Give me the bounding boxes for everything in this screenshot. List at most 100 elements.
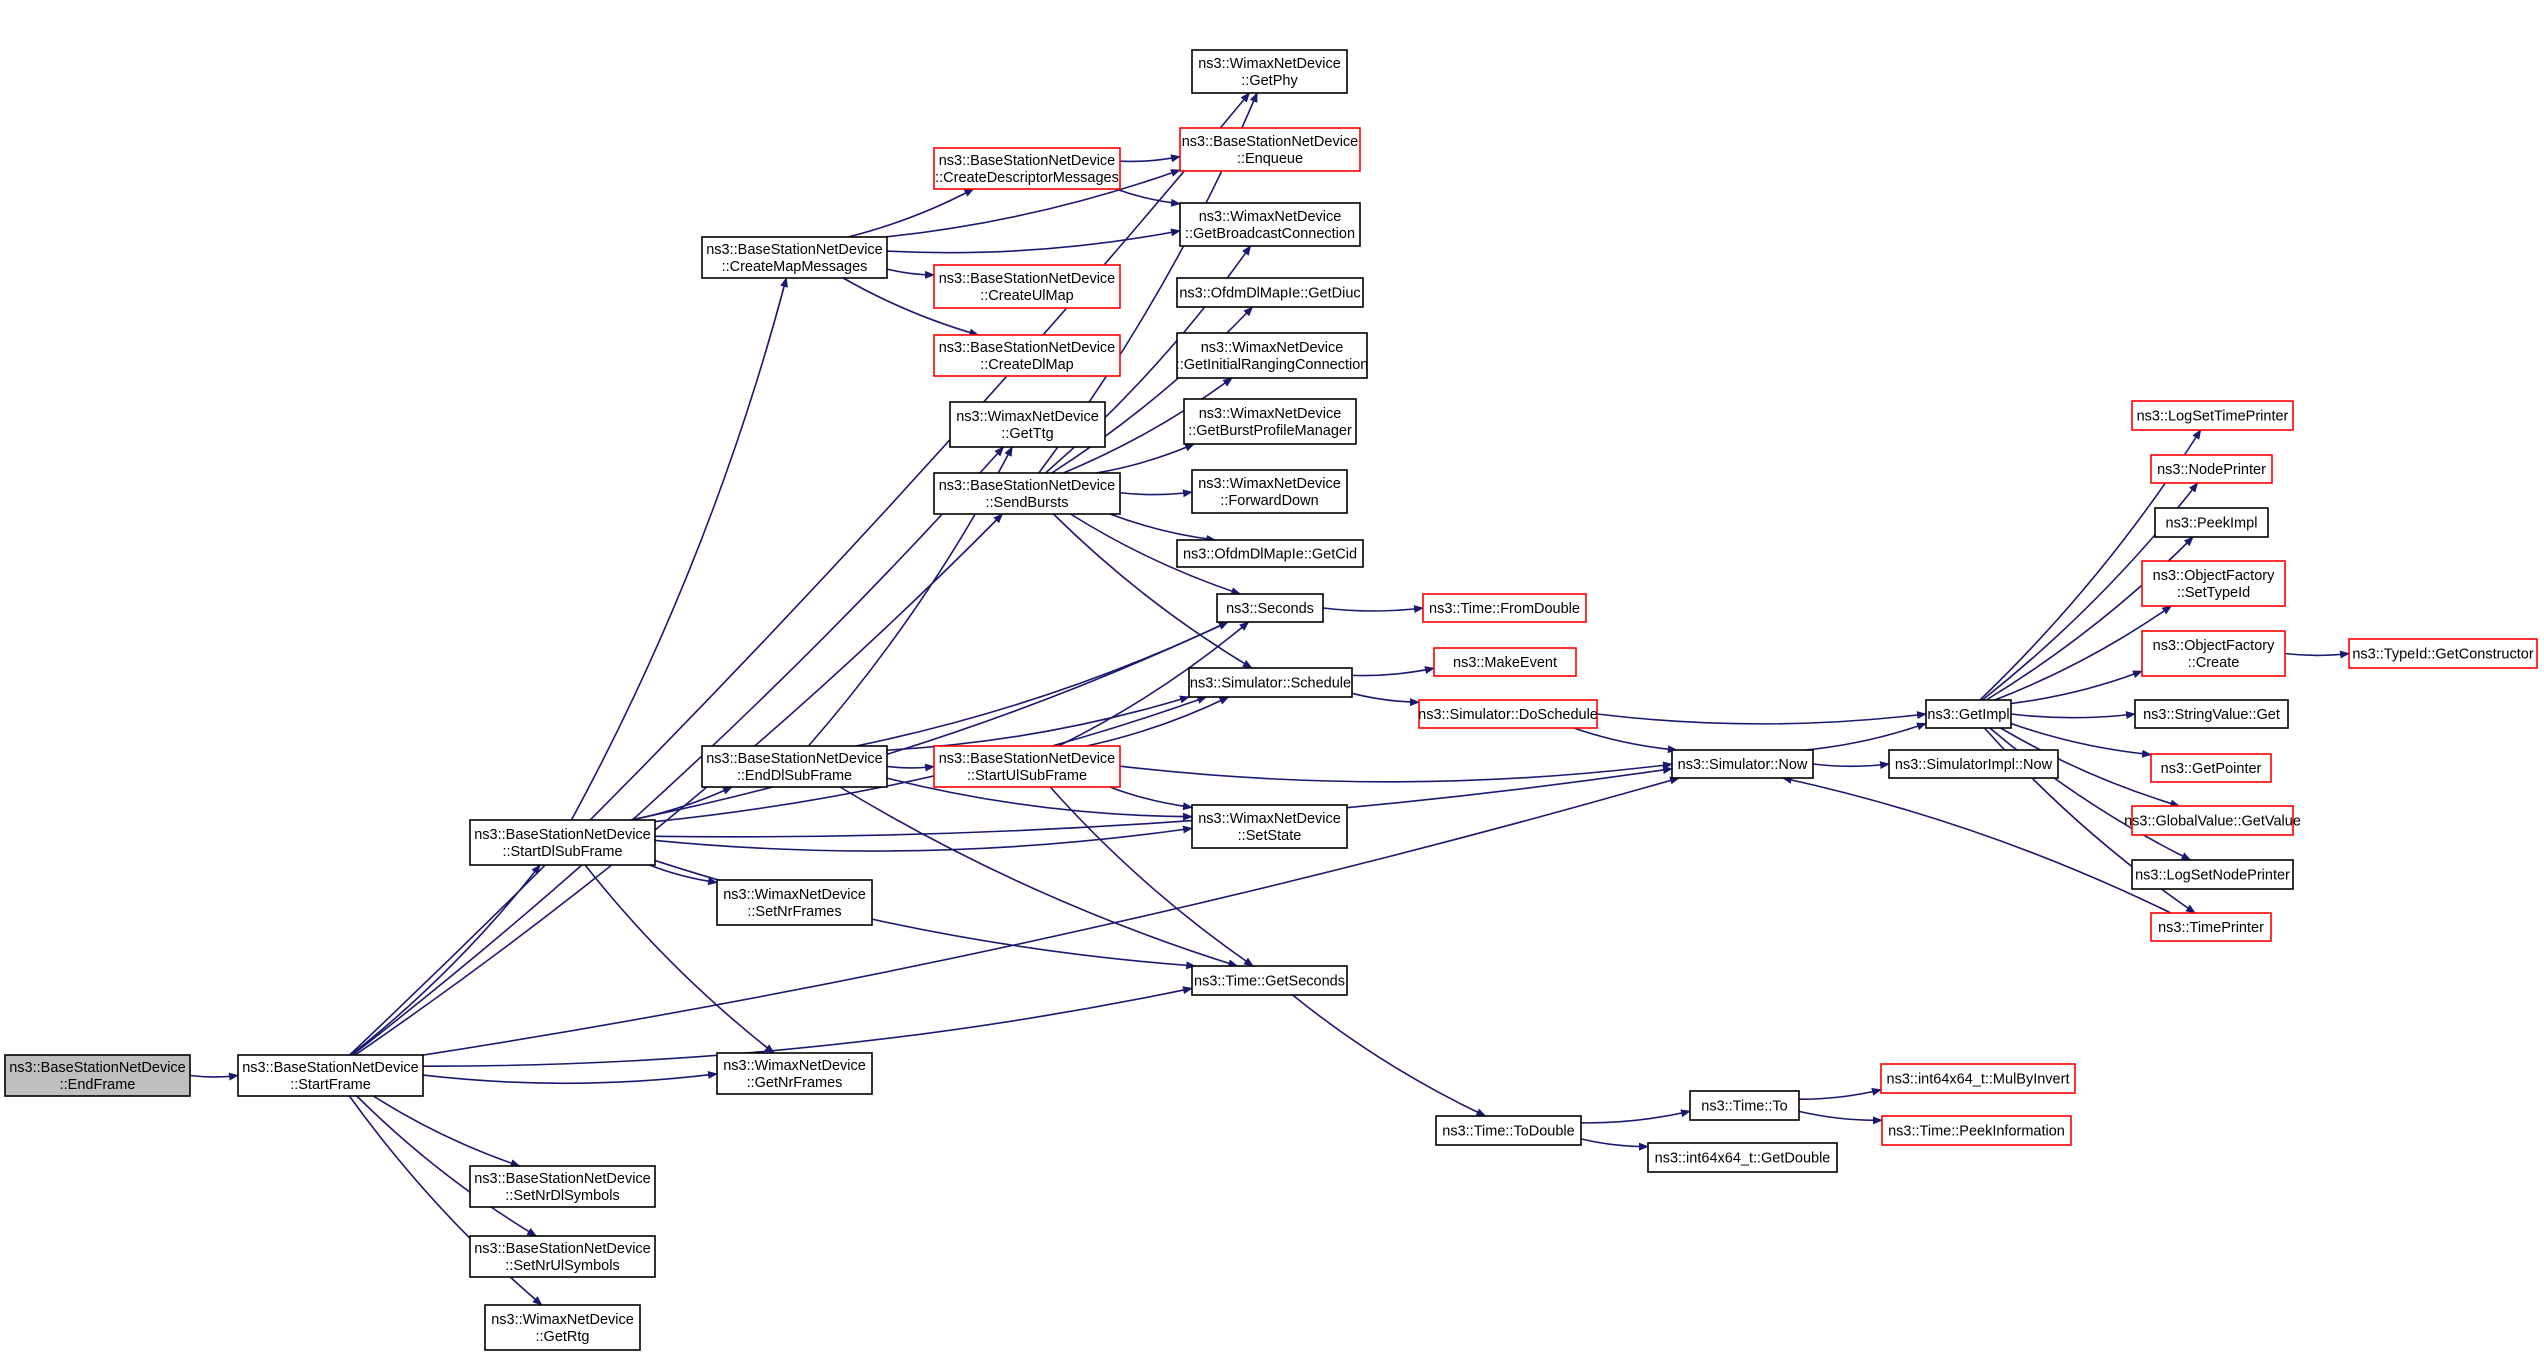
- node-sendbursts[interactable]: ns3::BaseStationNetDevice::SendBursts: [933, 472, 1121, 515]
- node-label: ::GetNrFrames: [747, 1075, 843, 1091]
- node-timeprinter[interactable]: ns3::TimePrinter: [2150, 912, 2272, 942]
- node-label: ns3::WimaxNetDevice: [1201, 340, 1344, 356]
- node-box: [1191, 49, 1348, 94]
- node-box: [1179, 127, 1361, 172]
- node-peekimpl[interactable]: ns3::PeekImpl: [2154, 507, 2269, 538]
- node-label: ns3::WimaxNetDevice: [491, 1312, 634, 1328]
- node-label: ns3::WimaxNetDevice: [1198, 56, 1341, 72]
- node-makeevent[interactable]: ns3::MakeEvent: [1433, 647, 1577, 677]
- edge-to-to-peekinformation: [1798, 1110, 1883, 1125]
- node-setnrdlsymbols[interactable]: ns3::BaseStationNetDevice::SetNrDlSymbol…: [469, 1165, 656, 1208]
- node-label: ns3::SimulatorImpl::Now: [1895, 757, 2053, 773]
- node-setnrframes[interactable]: ns3::WimaxNetDevice::SetNrFrames: [716, 879, 873, 926]
- node-box: [2154, 507, 2269, 538]
- node-forwarddown[interactable]: ns3::WimaxNetDevice::ForwardDown: [1191, 469, 1348, 514]
- node-label: ns3::Simulator::Schedule: [1190, 675, 1351, 691]
- edge-startulsubframe-to-seconds: [1058, 621, 1250, 747]
- node-getdiuc[interactable]: ns3::OfdmDlMapIe::GetDiuc: [1176, 277, 1364, 308]
- node-simulatorimplnow[interactable]: ns3::SimulatorImpl::Now: [1888, 749, 2059, 779]
- node-label: ns3::BaseStationNetDevice: [474, 1171, 651, 1187]
- node-to[interactable]: ns3::Time::To: [1689, 1090, 1800, 1121]
- edge-enddlsubframe-to-setstate: [886, 777, 1193, 821]
- edge-startdlsubframe-to-setstate: [654, 825, 1193, 852]
- node-label: ns3::int64x64_t::GetDouble: [1655, 1150, 1831, 1166]
- node-label: ns3::BaseStationNetDevice: [474, 1241, 651, 1257]
- node-doschedule[interactable]: ns3::Simulator::DoSchedule: [1418, 699, 1598, 729]
- node-getcid[interactable]: ns3::OfdmDlMapIe::GetCid: [1176, 539, 1364, 568]
- node-createulmap[interactable]: ns3::BaseStationNetDevice::CreateUlMap: [933, 264, 1121, 309]
- node-globalvaluegetvalue[interactable]: ns3::GlobalValue::GetValue: [2124, 805, 2301, 836]
- node-label: ::Create: [2188, 655, 2240, 671]
- node-box: [1881, 1115, 2072, 1146]
- node-label: ns3::MakeEvent: [1453, 655, 1557, 671]
- node-now[interactable]: ns3::Simulator::Now: [1671, 749, 1814, 779]
- node-getimpl[interactable]: ns3::GetImpl: [1925, 699, 2012, 729]
- node-getinitialrangingconnection[interactable]: ns3::WimaxNetDevice::GetInitialRangingCo…: [1176, 332, 1369, 379]
- node-createmapmessages[interactable]: ns3::BaseStationNetDevice::CreateMapMess…: [701, 236, 888, 279]
- node-label: ns3::BaseStationNetDevice: [706, 751, 883, 767]
- node-label: ns3::GetImpl: [1927, 707, 2009, 723]
- node-label: ns3::Seconds: [1226, 601, 1314, 617]
- node-fromdouble[interactable]: ns3::Time::FromDouble: [1422, 593, 1587, 623]
- node-box: [1188, 667, 1353, 698]
- node-label: ::GetBurstProfileManager: [1188, 423, 1352, 439]
- node-startframe[interactable]: ns3::BaseStationNetDevice::StartFrame: [237, 1054, 424, 1097]
- node-getburstprofilemanager[interactable]: ns3::WimaxNetDevice::GetBurstProfileMana…: [1183, 398, 1357, 445]
- node-label: ns3::LogSetTimePrinter: [2137, 408, 2289, 424]
- node-label: ::StartFrame: [290, 1077, 371, 1093]
- edge-to-to-mulbyinvert: [1798, 1087, 1882, 1101]
- node-setnrulsymbols[interactable]: ns3::BaseStationNetDevice::SetNrUlSymbol…: [469, 1235, 656, 1278]
- edge-startdlsubframe-to-setnrframes: [649, 864, 718, 886]
- node-label: ns3::WimaxNetDevice: [1199, 406, 1342, 422]
- node-getseconds[interactable]: ns3::Time::GetSeconds: [1191, 965, 1348, 996]
- node-getdouble[interactable]: ns3::int64x64_t::GetDouble: [1647, 1142, 1838, 1173]
- node-getnrframes[interactable]: ns3::WimaxNetDevice::GetNrFrames: [716, 1052, 873, 1095]
- node-startdlsubframe[interactable]: ns3::BaseStationNetDevice::StartDlSubFra…: [469, 819, 656, 866]
- node-getbroadcastconnection[interactable]: ns3::WimaxNetDevice::GetBroadcastConnect…: [1179, 202, 1361, 247]
- node-setstate[interactable]: ns3::WimaxNetDevice::SetState: [1191, 804, 1348, 849]
- node-box: [933, 147, 1121, 190]
- node-label: ns3::ObjectFactory: [2153, 568, 2275, 584]
- node-label: ns3::GlobalValue::GetValue: [2124, 813, 2301, 829]
- edge-doschedule-to-now: [1573, 727, 1678, 754]
- node-box: [1435, 1115, 1582, 1146]
- node-label: ns3::Time::GetSeconds: [1194, 973, 1345, 989]
- node-logsetnodeprinter[interactable]: ns3::LogSetNodePrinter: [2131, 859, 2294, 890]
- node-stringvalueget[interactable]: ns3::StringValue::Get: [2134, 699, 2289, 729]
- node-enqueue[interactable]: ns3::BaseStationNetDevice::Enqueue: [1179, 127, 1361, 172]
- node-getconstructor[interactable]: ns3::TypeId::GetConstructor: [2348, 638, 2538, 669]
- node-box: [1888, 749, 2059, 779]
- node-enddlsubframe[interactable]: ns3::BaseStationNetDevice::EndDlSubFrame: [701, 745, 888, 788]
- edge-createmapmessages-to-enqueue: [884, 169, 1181, 238]
- node-createdescriptormessages[interactable]: ns3::BaseStationNetDevice::CreateDescrip…: [933, 147, 1121, 190]
- node-label: ns3::WimaxNetDevice: [1198, 476, 1341, 492]
- node-mulbyinvert[interactable]: ns3::int64x64_t::MulByInvert: [1880, 1063, 2076, 1094]
- edge-getimpl-to-getpointer: [2010, 722, 2152, 758]
- node-getttg[interactable]: ns3::WimaxNetDevice::GetTtg: [949, 401, 1106, 448]
- node-getrtg[interactable]: ns3::WimaxNetDevice::GetRtg: [484, 1304, 641, 1351]
- node-box: [1689, 1090, 1800, 1121]
- node-box: [2348, 638, 2538, 669]
- node-create[interactable]: ns3::ObjectFactory::Create: [2141, 630, 2286, 677]
- node-getpointer[interactable]: ns3::GetPointer: [2150, 753, 2272, 783]
- edge-schedule-to-doschedule: [1351, 692, 1420, 707]
- node-createdlmap[interactable]: ns3::BaseStationNetDevice::CreateDlMap: [933, 334, 1121, 377]
- node-todouble[interactable]: ns3::Time::ToDouble: [1435, 1115, 1582, 1146]
- node-settypeid[interactable]: ns3::ObjectFactory::SetTypeId: [2141, 560, 2286, 607]
- node-box: [716, 1052, 873, 1095]
- edge-startframe-to-setnrdlsymbols: [372, 1095, 521, 1167]
- node-nodeprinter[interactable]: ns3::NodePrinter: [2150, 454, 2273, 484]
- node-box: [1925, 699, 2012, 729]
- node-startulsubframe[interactable]: ns3::BaseStationNetDevice::StartUlSubFra…: [933, 745, 1121, 788]
- node-seconds[interactable]: ns3::Seconds: [1216, 593, 1324, 623]
- edge-getimpl-to-globalvaluegetvalue: [2000, 727, 2181, 808]
- edge-startframe-to-getnrframes: [422, 1070, 718, 1085]
- node-box: [2150, 454, 2273, 484]
- node-schedule[interactable]: ns3::Simulator::Schedule: [1188, 667, 1353, 698]
- node-box: [1880, 1063, 2076, 1094]
- node-label: ns3::WimaxNetDevice: [723, 887, 866, 903]
- node-logsettimeprinter[interactable]: ns3::LogSetTimePrinter: [2131, 400, 2294, 431]
- node-label: ns3::WimaxNetDevice: [1199, 209, 1342, 225]
- node-getphy[interactable]: ns3::WimaxNetDevice::GetPhy: [1191, 49, 1348, 94]
- node-peekinformation[interactable]: ns3::Time::PeekInformation: [1881, 1115, 2072, 1146]
